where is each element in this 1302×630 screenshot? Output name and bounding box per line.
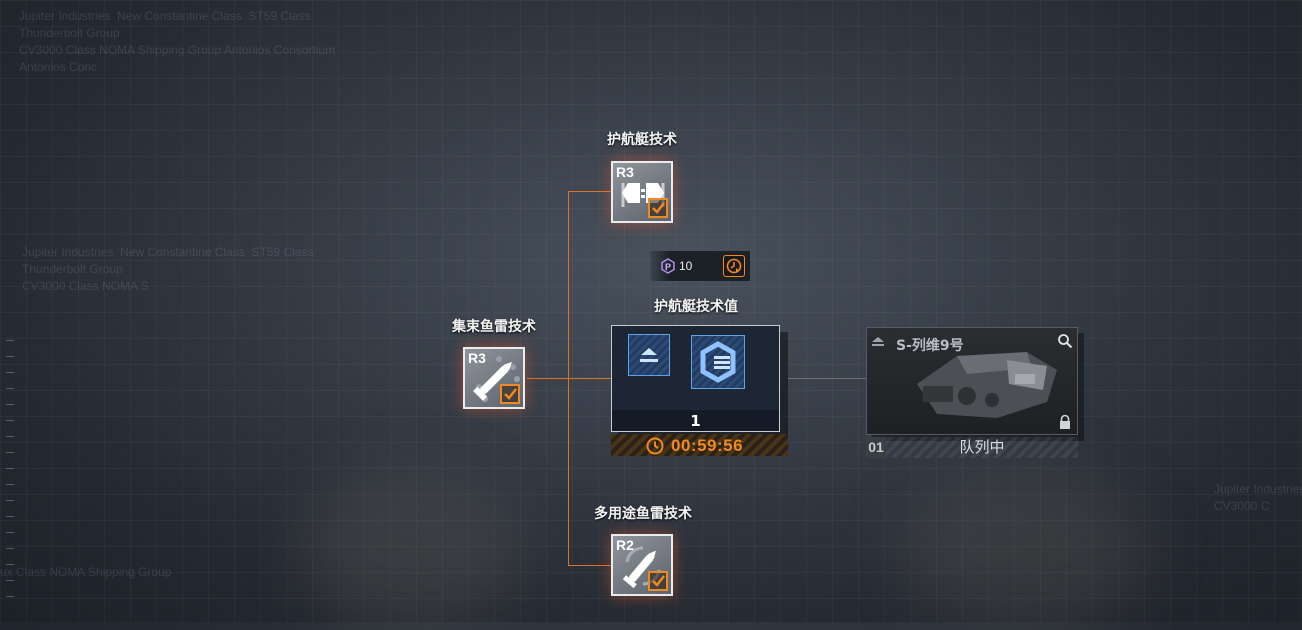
- background-text: Jupiter Industries CV3000 C: [1214, 482, 1302, 513]
- torpedo-icon: [473, 356, 520, 402]
- svg-text:P: P: [665, 262, 671, 272]
- research-point-icon: P: [661, 258, 675, 274]
- node-label-multi: 多用途鱼雷技术: [594, 506, 692, 522]
- search-icon[interactable]: [1057, 333, 1073, 349]
- connector-line: [788, 378, 866, 379]
- panel-footer: [612, 410, 779, 431]
- speed-up-icon: [726, 258, 742, 274]
- research-timer: 00:59:56: [671, 436, 744, 455]
- main-tech-label: 护航艇技术值: [654, 299, 738, 315]
- ship-image: [917, 352, 1057, 418]
- tech-node-escort[interactable]: R3: [611, 161, 673, 223]
- background-text: ux Class NOMA Shipping Group: [0, 565, 172, 579]
- cost-value: 10: [679, 259, 693, 273]
- connector-line: [568, 191, 569, 566]
- ship-name: S-列维9号: [896, 338, 964, 354]
- escort-tech-icon: [691, 335, 745, 389]
- rank-badge: R3: [468, 350, 486, 366]
- completed-check-icon: [648, 571, 668, 591]
- queue-index: 01: [866, 437, 886, 458]
- background-smoke: [900, 470, 1150, 630]
- connector-line: [527, 378, 611, 379]
- tech-node-beam-torpedo[interactable]: R3: [463, 347, 525, 409]
- side-ruler: [6, 340, 14, 610]
- tech-node-multi-torpedo[interactable]: R2: [611, 534, 673, 596]
- clock-icon: [646, 437, 664, 455]
- background-text: Jupiter Industries New Constantine Class…: [19, 9, 336, 74]
- background-text: Jupiter Industries New Constantine Class…: [22, 245, 314, 293]
- connector-line: [568, 565, 611, 566]
- rank-badge: R2: [616, 537, 634, 553]
- quantity-value: 1: [690, 412, 701, 430]
- main-tech-panel[interactable]: [611, 325, 780, 432]
- layer-icon: [872, 337, 884, 346]
- layer-icon: [628, 334, 670, 376]
- lock-icon: [1060, 414, 1070, 429]
- ship-status-bar: [866, 437, 1078, 458]
- rank-badge: R3: [616, 164, 634, 180]
- queue-status: 队列中: [959, 438, 1005, 456]
- node-label-escort: 护航艇技术: [607, 132, 677, 148]
- connector-line: [568, 191, 611, 192]
- speed-up-button[interactable]: [723, 255, 745, 277]
- node-label-beam: 集束鱼雷技术: [452, 319, 536, 335]
- completed-check-icon: [648, 198, 668, 218]
- completed-check-icon: [500, 384, 520, 404]
- background-smoke: [300, 470, 520, 630]
- ship-queue-card[interactable]: [866, 327, 1078, 435]
